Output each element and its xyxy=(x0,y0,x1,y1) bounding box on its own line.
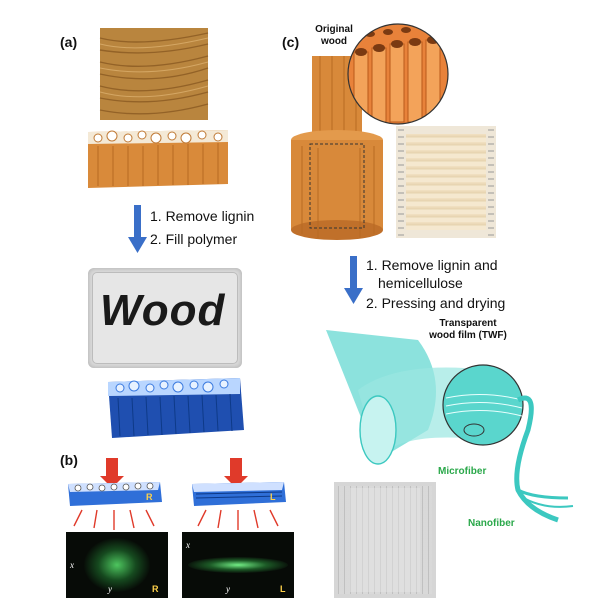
axis-x-label-left: x xyxy=(70,560,74,570)
axis-y-label-right: y xyxy=(226,584,230,594)
wood-block-3d xyxy=(88,130,228,188)
panel-b-left-schematic xyxy=(68,458,162,530)
twf-label: Transparent wood film (TWF) xyxy=(429,318,507,341)
panel-c-step2: 2. Pressing and drying xyxy=(366,295,506,311)
transparent-wood-photo: Wood xyxy=(88,268,242,368)
scattering-pattern-l xyxy=(182,532,294,598)
scattering-pattern-r xyxy=(66,532,168,598)
polymer-block-3d xyxy=(108,378,244,438)
transparent-wood-film xyxy=(326,330,574,523)
original-wood-label: Original wood xyxy=(315,24,353,47)
microfiber-label: Microfiber xyxy=(438,466,487,477)
panel-c-label: (c) xyxy=(282,34,300,50)
cell-zoom-circle xyxy=(347,23,449,125)
delignified-wood-photo xyxy=(396,126,496,238)
panel-a-step2: 2. Fill polymer xyxy=(150,231,238,247)
wood-sample-photo xyxy=(99,28,209,120)
axis-y-label-left: y xyxy=(108,584,112,594)
panel-c-step1b: hemicellulose xyxy=(378,275,463,291)
pattern-l-letter: L xyxy=(280,584,286,594)
panel-a-step1: 1. Remove lignin xyxy=(150,208,255,224)
panel-b-label: (b) xyxy=(60,452,78,468)
axis-x-label-right: x xyxy=(186,540,190,550)
pattern-r-letter: R xyxy=(152,584,159,594)
panel-b-left-direction: R xyxy=(146,492,153,502)
twf-photo xyxy=(334,482,436,598)
photo-word-text: Wood xyxy=(100,286,226,335)
process-arrow-a xyxy=(128,205,147,253)
panel-c-step1: 1. Remove lignin and xyxy=(366,257,498,273)
process-arrow-c xyxy=(344,256,363,304)
panel-b-right-schematic xyxy=(192,458,286,530)
nanofiber-label: Nanofiber xyxy=(468,518,515,529)
panel-b-right-direction: L xyxy=(270,492,276,502)
original-wood-log xyxy=(291,56,383,240)
panel-a-label: (a) xyxy=(60,34,78,50)
